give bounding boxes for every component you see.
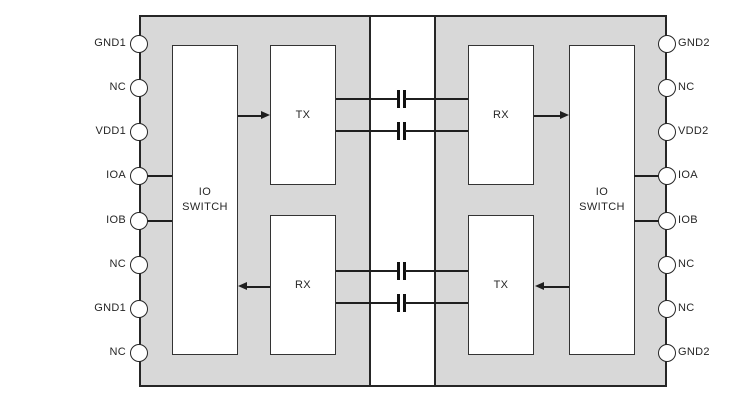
arrow-left-icon [535,282,544,290]
capacitor-icon [397,90,400,108]
pin-label-nc: NC [678,302,695,314]
wire-channel2-left [336,130,398,132]
pin-ioa [130,167,148,185]
arrow-rx-to-iosw-line [246,286,270,288]
pin-gnd2 [658,35,676,53]
pin-connection-line [634,175,667,177]
arrow-right-icon [560,111,569,119]
pin-label-nc: NC [678,258,695,270]
right-tx-block: TX [468,215,534,355]
wire-channel3-left [336,270,398,272]
wire-channel1-right [405,98,468,100]
capacitor-icon [403,262,406,280]
pin-connection-line [139,220,172,222]
left-tx-block: TX [270,45,336,185]
pin-gnd1 [130,300,148,318]
pin-iob [658,212,676,230]
isolation-barrier-strip [369,17,436,385]
pin-vdd1 [130,123,148,141]
pin-label-nc: NC [678,81,695,93]
pin-label-gnd1: GND1 [94,302,126,314]
pin-gnd2 [658,344,676,362]
wire-channel1-left [336,98,398,100]
arrow-iosw-to-tx-line [543,286,569,288]
pin-label-gnd2: GND2 [678,346,710,358]
capacitor-icon [397,262,400,280]
wire-channel2-right [405,130,468,132]
pin-label-vdd2: VDD2 [678,125,709,137]
capacitor-icon [403,90,406,108]
pin-label-ioa: IOA [678,169,698,181]
wire-channel4-left [336,302,398,304]
capacitor-icon [397,122,400,140]
capacitor-icon [397,294,400,312]
arrow-left-icon [238,282,247,290]
right-io-switch-block: IO SWITCH [569,45,635,355]
right-rx-block: RX [468,45,534,185]
pin-label-nc: NC [109,346,126,358]
pin-label-iob: IOB [678,214,698,226]
pin-nc [658,79,676,97]
arrow-rx-to-iosw-line [534,115,561,117]
pin-label-iob: IOB [106,214,126,226]
pin-label-ioa: IOA [106,169,126,181]
pin-connection-line [139,175,172,177]
arrow-right-icon [261,111,270,119]
pin-label-vdd1: VDD1 [95,125,126,137]
pin-label-nc: NC [109,81,126,93]
pin-label-nc: NC [109,258,126,270]
left-io-switch-block: IO SWITCH [172,45,238,355]
pin-nc [130,344,148,362]
arrow-iosw-to-tx-line [238,115,263,117]
pin-label-gnd2: GND2 [678,37,710,49]
capacitor-icon [403,294,406,312]
pin-nc [658,300,676,318]
pin-iob [130,212,148,230]
wire-channel3-right [405,270,468,272]
pin-label-gnd1: GND1 [94,37,126,49]
pin-nc [130,256,148,274]
pin-nc [658,256,676,274]
pin-ioa [658,167,676,185]
pin-nc [130,79,148,97]
capacitor-icon [403,122,406,140]
pin-connection-line [634,220,667,222]
wire-channel4-right [405,302,468,304]
pin-vdd2 [658,123,676,141]
pin-gnd1 [130,35,148,53]
left-rx-block: RX [270,215,336,355]
